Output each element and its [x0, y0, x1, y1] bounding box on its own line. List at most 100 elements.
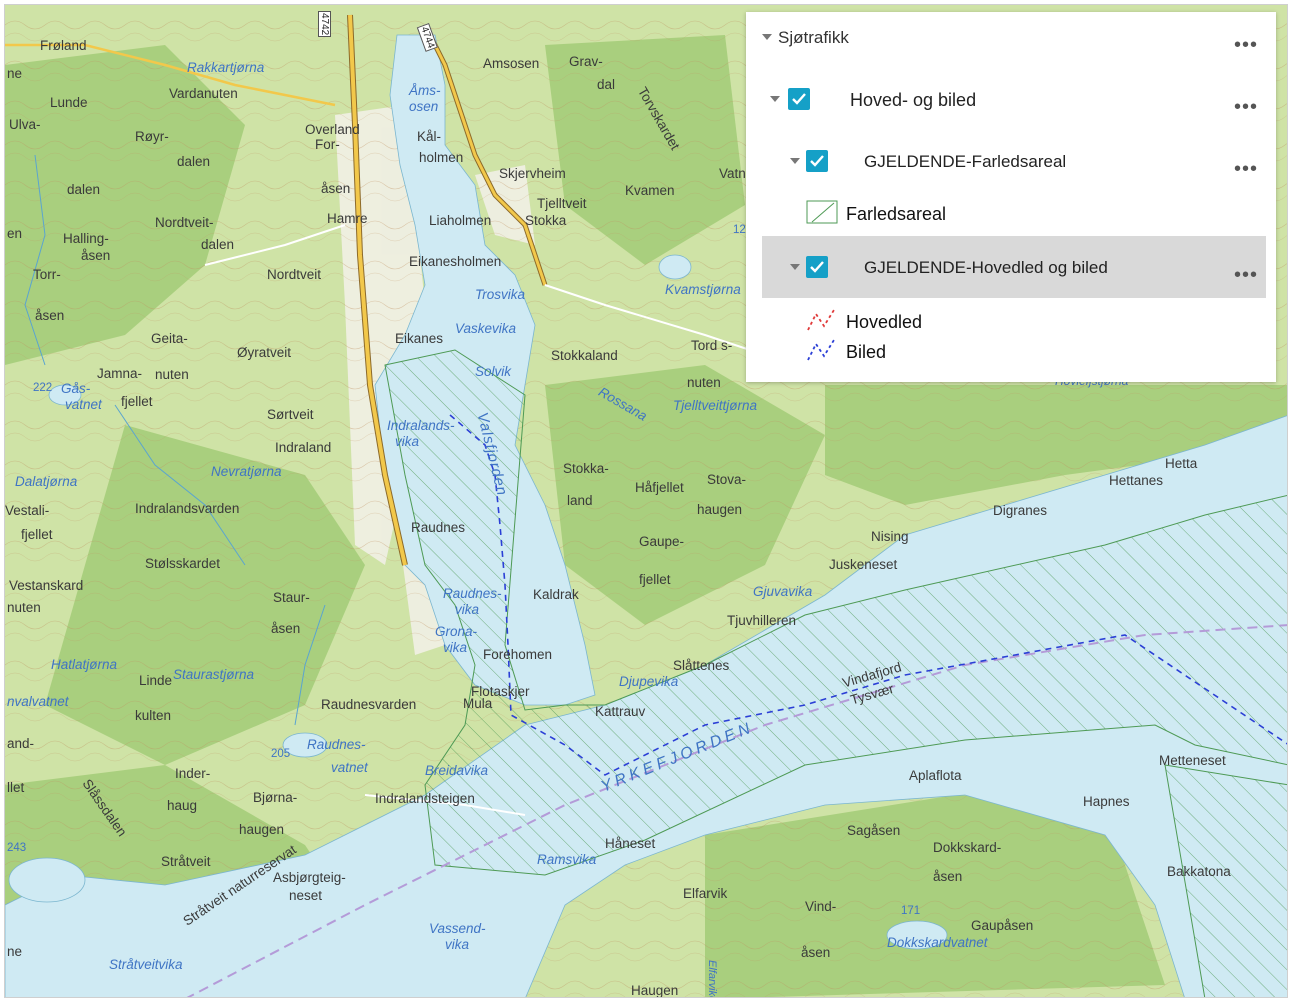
- map-label: Trosvika: [475, 287, 526, 302]
- map-label: Kål-: [417, 129, 442, 144]
- map-label: Elfarvikelva: [706, 960, 718, 998]
- map-label: Håneset: [605, 836, 656, 851]
- map-label: Tord s-: [691, 338, 733, 353]
- map-label: Metteneset: [1159, 753, 1226, 768]
- map-label: Solvik: [475, 364, 512, 379]
- map-label: Raudnes: [411, 520, 466, 535]
- map-label: Gaupåsen: [971, 918, 1034, 933]
- elevation-label: 222: [33, 382, 53, 394]
- map-label: Ramsvika: [537, 852, 597, 867]
- map-label: Djupevika: [619, 674, 679, 689]
- map-label: fjellet: [21, 527, 53, 542]
- map-label: land: [567, 493, 593, 508]
- caret-down-icon[interactable]: [790, 264, 800, 270]
- map-label: nuten: [7, 600, 41, 615]
- layer-checkbox[interactable]: [806, 150, 828, 172]
- map-label: Raudnesvarden: [321, 697, 417, 712]
- map-label: dalen: [67, 182, 101, 197]
- map-label: Torr-: [33, 267, 61, 282]
- map-label: vika: [443, 640, 468, 655]
- map-label: Nordtveit: [267, 267, 322, 282]
- legend-sublayer-hovedled-og-biled[interactable]: GJELDENDE-Hovedled og biled •••: [762, 236, 1266, 298]
- map-label: Nising: [871, 529, 909, 544]
- map-label: Gjuvavika: [753, 584, 813, 599]
- map-label: Hamre: [327, 211, 368, 226]
- sublayer-label: GJELDENDE-Farledsareal: [864, 152, 1067, 171]
- map-label: Lunde: [50, 95, 88, 110]
- map-label: Forehomen: [483, 647, 553, 662]
- checkmark-icon: [810, 155, 824, 167]
- map-label: ne: [7, 944, 23, 959]
- map-label: Nordtveit-: [155, 215, 214, 230]
- map-label: vatnet: [331, 760, 368, 775]
- map-label: vika: [455, 602, 480, 617]
- map-label: Raudnes-: [443, 586, 502, 601]
- map-label: nuten: [155, 367, 189, 382]
- map-label: Hettanes: [1109, 473, 1164, 488]
- map-label: Stølsskardet: [145, 556, 221, 571]
- map-label: Rakkartjørna: [187, 60, 265, 75]
- map-label: Kvamen: [625, 183, 675, 198]
- map-label: Haugen: [631, 983, 679, 998]
- map-label: åsen: [35, 308, 65, 323]
- map-label: Raudnes-: [307, 737, 366, 752]
- more-options-icon[interactable]: •••: [1233, 264, 1258, 286]
- map-label: åsen: [81, 248, 111, 263]
- map-label: Halling-: [63, 231, 109, 246]
- map-label: Digranes: [993, 503, 1048, 518]
- sublayer-label: GJELDENDE-Hovedled og biled: [864, 258, 1108, 277]
- rivers: [24, 154, 326, 726]
- map-label: dalen: [177, 154, 211, 169]
- layer-checkbox[interactable]: [788, 88, 810, 110]
- legend-sublayer-farledsareal[interactable]: GJELDENDE-Farledsareal •••: [746, 140, 1276, 184]
- map-label: Stokka: [525, 213, 567, 228]
- caret-down-icon[interactable]: [790, 158, 800, 164]
- map-label: Inder-: [175, 766, 211, 781]
- map-label: Vind-: [805, 899, 837, 914]
- map-label: Tjuvhilleren: [727, 613, 797, 628]
- legend-layer-hoved-og-biled[interactable]: Hoved- og biled •••: [746, 78, 1276, 122]
- more-options-icon[interactable]: •••: [1233, 96, 1258, 118]
- map-label: fjellet: [121, 394, 153, 409]
- municipal-boundary: [186, 624, 1287, 997]
- map-label: Vestanskard: [9, 578, 84, 593]
- map-label: Kvamstjørna: [665, 282, 741, 297]
- caret-down-icon[interactable]: [762, 34, 772, 40]
- more-options-icon[interactable]: •••: [1233, 158, 1258, 180]
- map-label: Breidavika: [425, 763, 489, 778]
- map-label: Indralandsvarden: [135, 501, 240, 516]
- legend-item-label: Farledsareal: [846, 204, 947, 224]
- map-label: haugen: [697, 502, 743, 517]
- map-label: Tjelltveit: [537, 196, 587, 211]
- caret-down-icon[interactable]: [770, 96, 780, 102]
- map-label: Vardanuten: [169, 86, 238, 101]
- hatched-area-swatch-icon: [806, 200, 838, 224]
- more-options-icon[interactable]: •••: [1233, 34, 1258, 56]
- map-label: Aplaflota: [909, 768, 962, 783]
- map-label: holmen: [419, 150, 464, 165]
- legend-item-label: Biled: [846, 342, 887, 362]
- map-label: Nevratjørna: [211, 464, 282, 479]
- legend-panel: Sjøtrafikk ••• Hoved- og biled ••• GJELD…: [746, 12, 1276, 382]
- map-label: Frøland: [40, 38, 87, 53]
- map-label: neset: [289, 888, 323, 903]
- red-dashed-route-icon: [807, 309, 835, 331]
- elevation-label: 171: [901, 905, 921, 917]
- map-label: Bjørna-: [253, 790, 298, 805]
- legend-group-row[interactable]: Sjøtrafikk •••: [746, 12, 1276, 64]
- map-label: Grona-: [435, 624, 478, 639]
- map-label: Tjelltveittjørna: [673, 398, 758, 413]
- map-label: Liaholmen: [429, 213, 492, 228]
- elevation-label: 12: [733, 224, 746, 236]
- map-label: Sagåsen: [847, 823, 901, 838]
- map-label: Stokkaland: [551, 348, 618, 363]
- legend-group-title: Sjøtrafikk: [778, 28, 849, 47]
- map-label: Elfarvik: [683, 886, 728, 901]
- layer-checkbox[interactable]: [806, 256, 828, 278]
- map-label: Røyr-: [135, 129, 169, 144]
- map-label: Indraland: [275, 440, 332, 455]
- map-label: vatnet: [65, 397, 102, 412]
- map-label: nuten: [687, 375, 721, 390]
- map-label: Skjervheim: [499, 166, 566, 181]
- map-label: Stokka-: [563, 461, 609, 476]
